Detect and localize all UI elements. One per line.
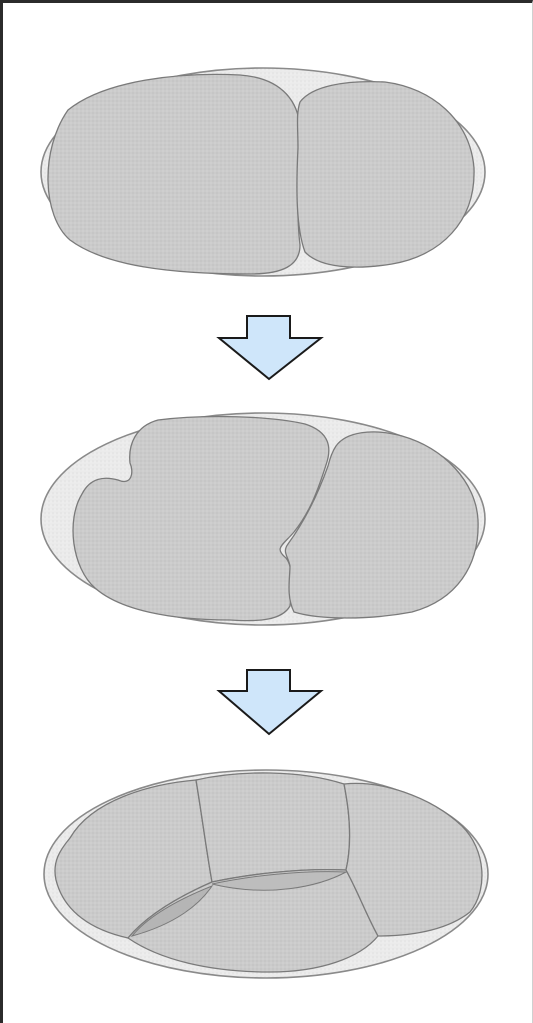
three-cell-stage (40, 412, 486, 626)
cell-contact-zone (130, 884, 214, 937)
p1-cell (284, 431, 479, 619)
abp-cell (195, 772, 351, 883)
p2-cell (343, 782, 483, 937)
anterior-cell (47, 73, 301, 275)
posterior-cell (296, 80, 475, 268)
down-arrow-icon (216, 669, 324, 736)
down-arrow-icon (216, 315, 324, 381)
four-cell-stage (43, 769, 489, 979)
two-cell-stage (40, 67, 486, 277)
cell-contact-zone (211, 871, 348, 891)
